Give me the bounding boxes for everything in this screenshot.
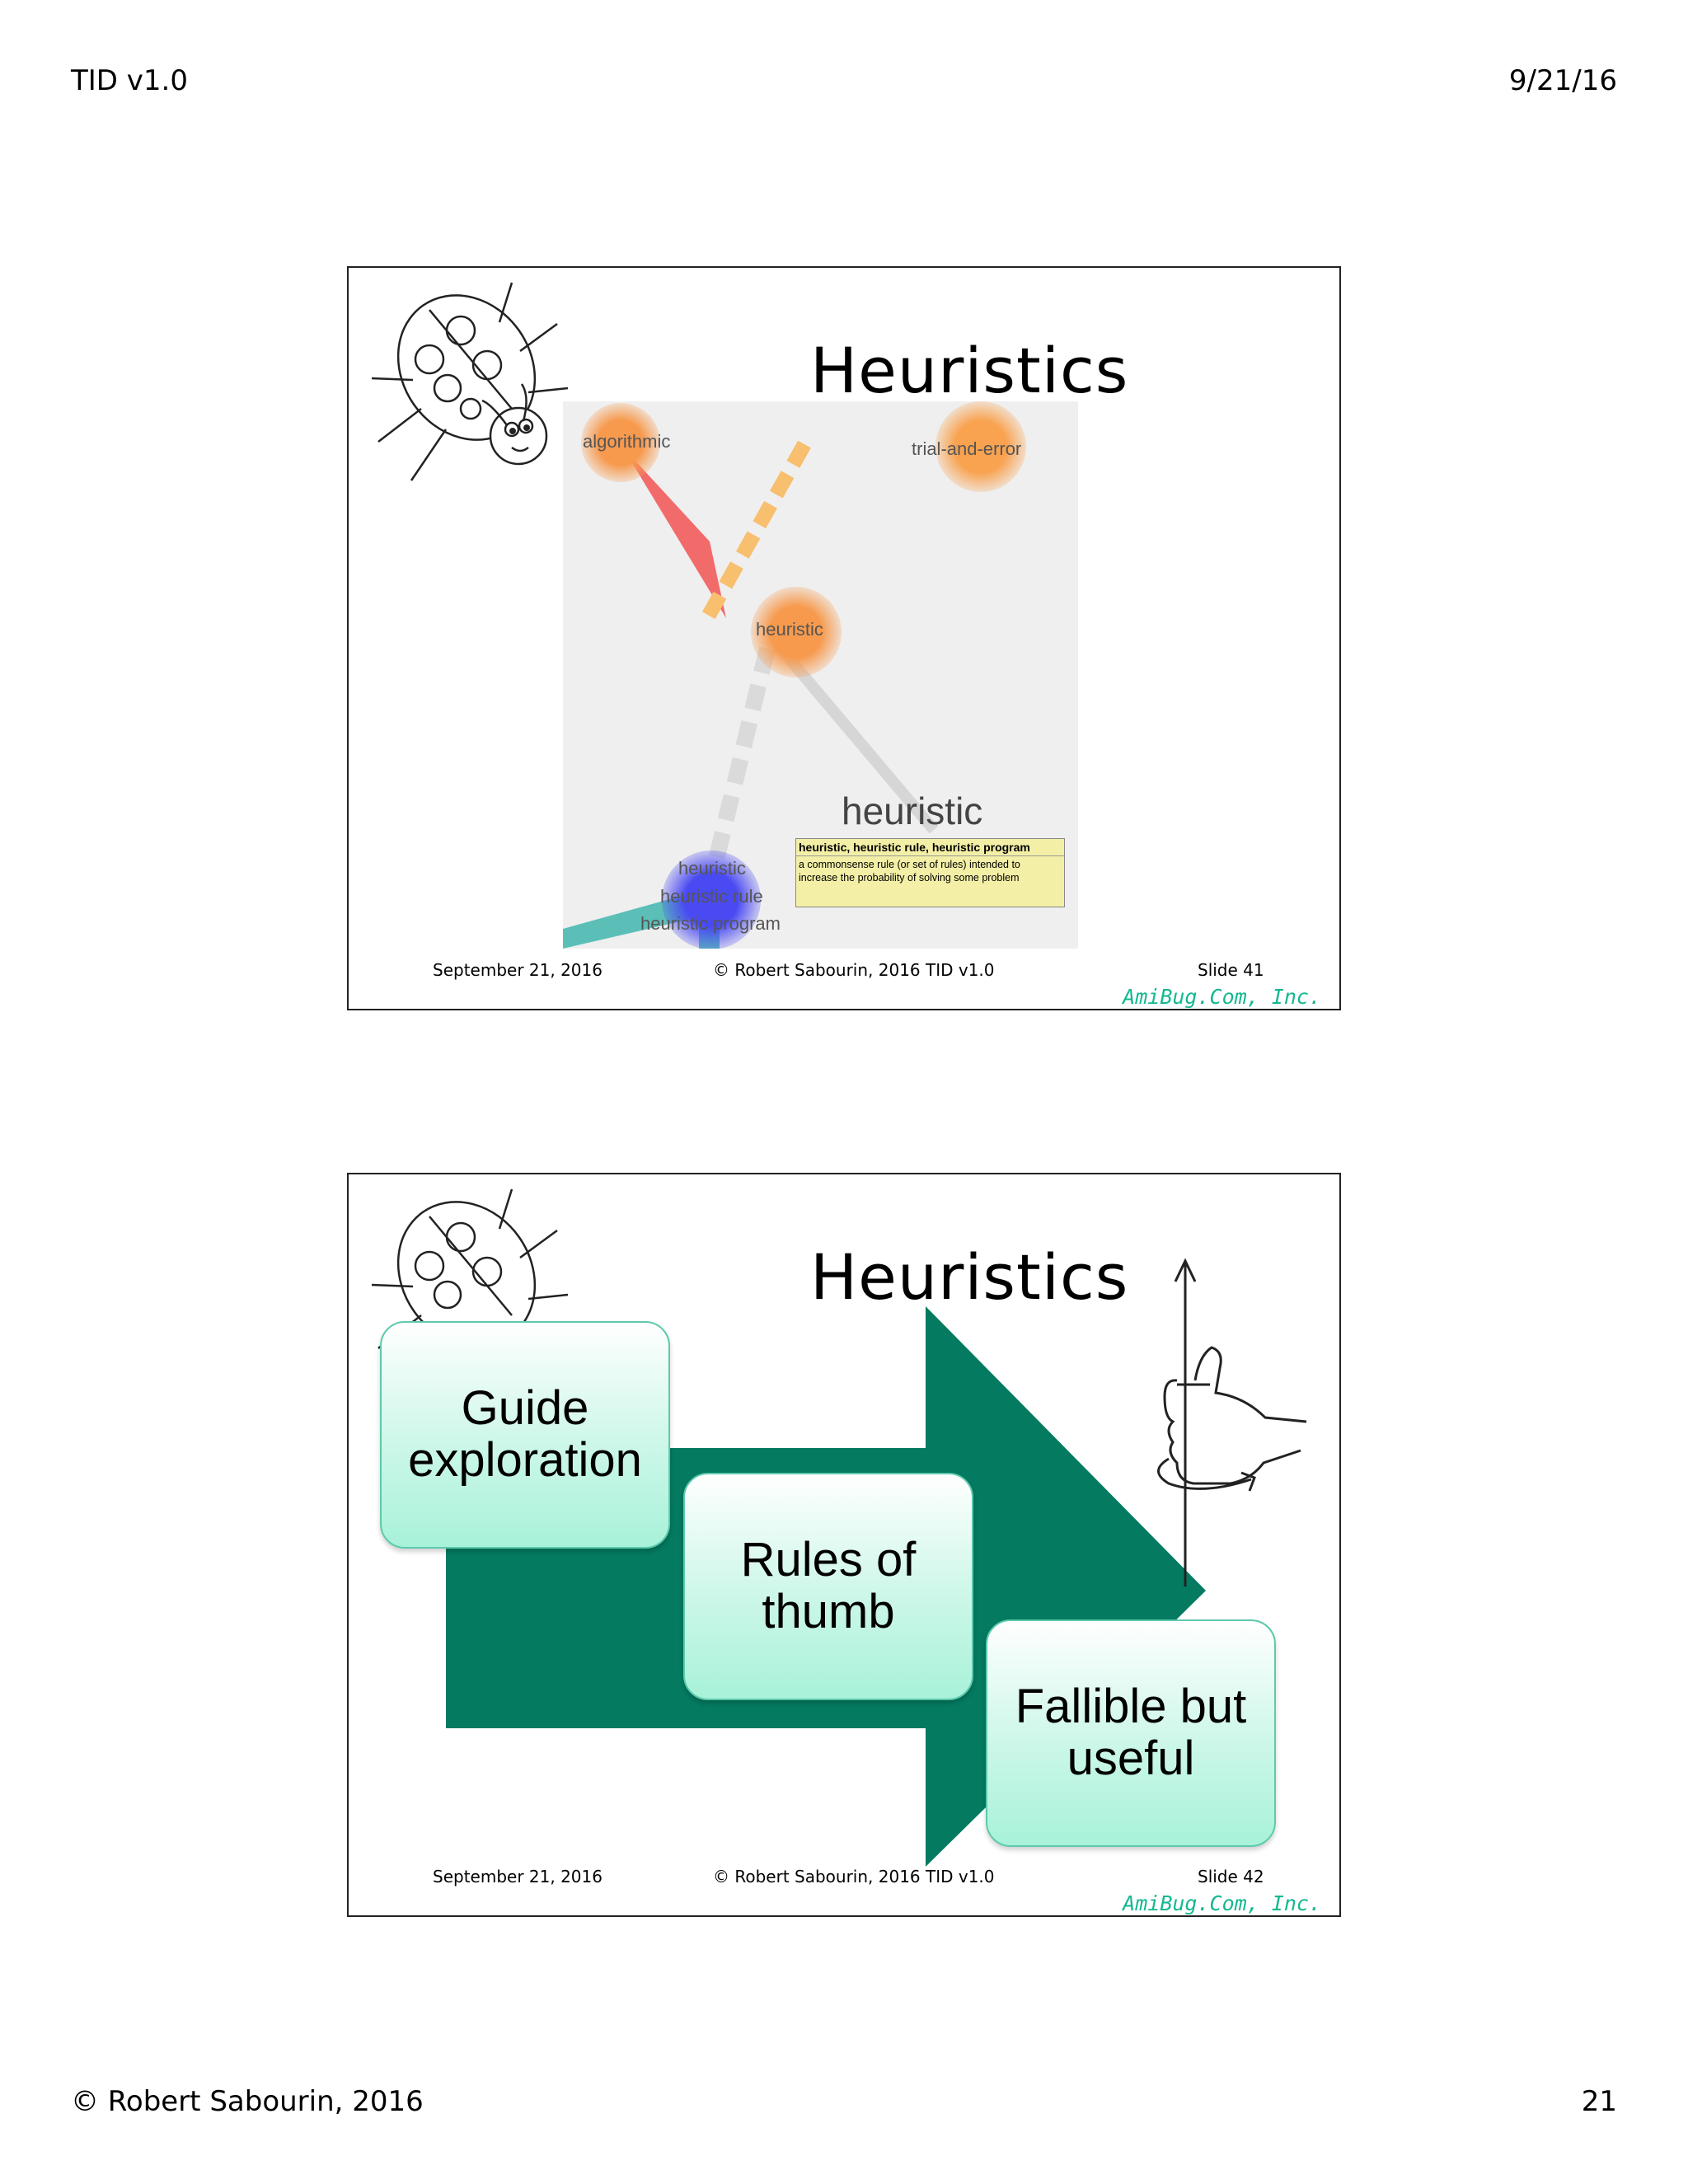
node-label-heuristic-program: heuristic program xyxy=(640,913,781,934)
box-rules-of-thumb: Rules of thumb xyxy=(683,1473,973,1700)
slide-42: Heuristics Guide exploration Rules of th… xyxy=(347,1173,1341,1917)
node-label-heuristic: heuristic xyxy=(756,619,823,640)
slide-footer-date: September 21, 2016 xyxy=(433,960,603,980)
page-header-left: TID v1.0 xyxy=(71,64,188,97)
slide-footer-copyright: © Robert Sabourin, 2016 TID v1.0 xyxy=(713,1867,995,1886)
page-number: 21 xyxy=(1581,2085,1617,2118)
edge-heuristic-rule xyxy=(707,646,776,865)
ladybug-icon xyxy=(371,282,569,481)
definition-text: a commonsense rule (or set of rules) int… xyxy=(799,859,1020,884)
page-footer-left: © Robert Sabourin, 2016 xyxy=(71,2085,424,2118)
node-label-heuristic-lower: heuristic xyxy=(678,858,746,879)
right-hand-rule-icon xyxy=(1157,1258,1307,1586)
slide-footer-number: Slide 41 xyxy=(1198,960,1264,980)
node-trial-and-error-dot xyxy=(935,401,1026,492)
definition-header: heuristic, heuristic rule, heuristic pro… xyxy=(796,839,1064,856)
node-algorithmic-dot xyxy=(581,403,660,482)
slide-title: Heuristics xyxy=(810,1240,1129,1314)
node-heuristic-rule-dot xyxy=(662,851,761,949)
brand-logo-text: AmiBug.Com, Inc. xyxy=(1123,1891,1321,1915)
node-label-trial-and-error: trial-and-error xyxy=(912,438,1022,459)
page-header-right: 9/21/16 xyxy=(1508,64,1617,97)
slide-footer-copyright: © Robert Sabourin, 2016 TID v1.0 xyxy=(713,960,995,980)
slide-footer-date: September 21, 2016 xyxy=(433,1867,603,1886)
slide-title: Heuristics xyxy=(810,334,1129,407)
definition-word: heuristic xyxy=(842,790,983,832)
thesaurus-graph: algorithmic trial-and-error heuristic he… xyxy=(563,401,1078,949)
slide-41: Heuristics algorithmic trial-and-error h… xyxy=(347,266,1341,1010)
node-label-algorithmic: algorithmic xyxy=(583,431,671,452)
box-fallible-but-useful: Fallible but useful xyxy=(986,1619,1276,1847)
box-guide-exploration: Guide exploration xyxy=(380,1321,670,1549)
node-label-heuristic-rule: heuristic rule xyxy=(660,886,763,907)
definition-box: heuristic, heuristic rule, heuristic pro… xyxy=(795,838,1065,907)
node-heuristic-dot xyxy=(751,587,842,677)
edge-algorithmic xyxy=(622,447,726,618)
brand-logo-text: AmiBug.Com, Inc. xyxy=(1123,985,1321,1009)
slide-footer-number: Slide 42 xyxy=(1198,1867,1264,1886)
